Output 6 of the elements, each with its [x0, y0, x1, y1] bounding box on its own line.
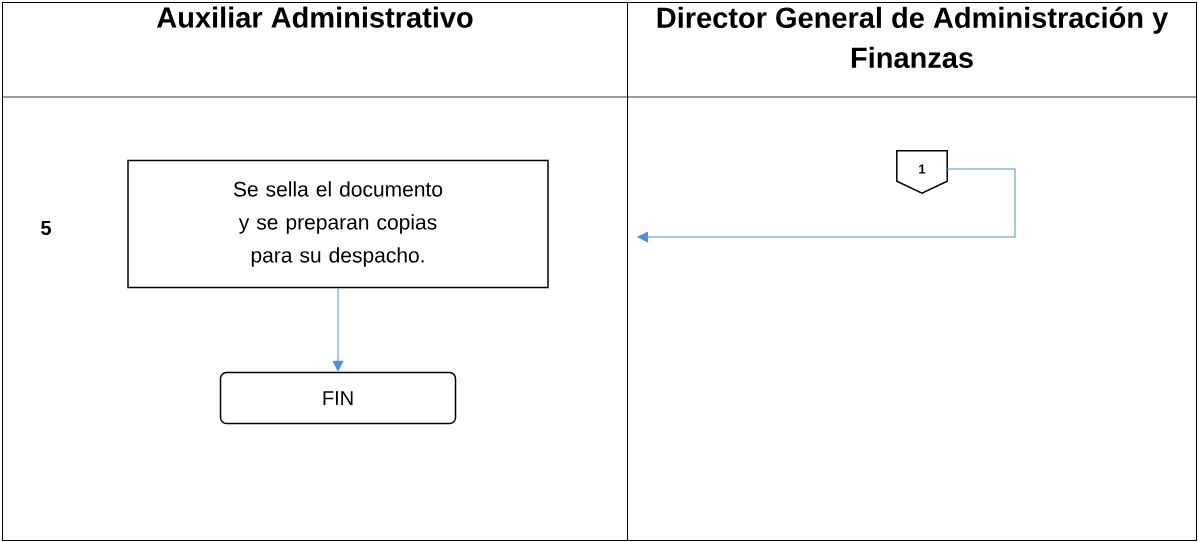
- process-box: Se sella el documento y se preparan copias para su despacho.: [127, 159, 549, 289]
- arrow: [332, 287, 344, 372]
- terminator-box: FIN: [219, 371, 457, 425]
- arrow: [637, 168, 1016, 243]
- off-page-connector: 1: [896, 150, 948, 195]
- step-number: 5: [41, 221, 51, 235]
